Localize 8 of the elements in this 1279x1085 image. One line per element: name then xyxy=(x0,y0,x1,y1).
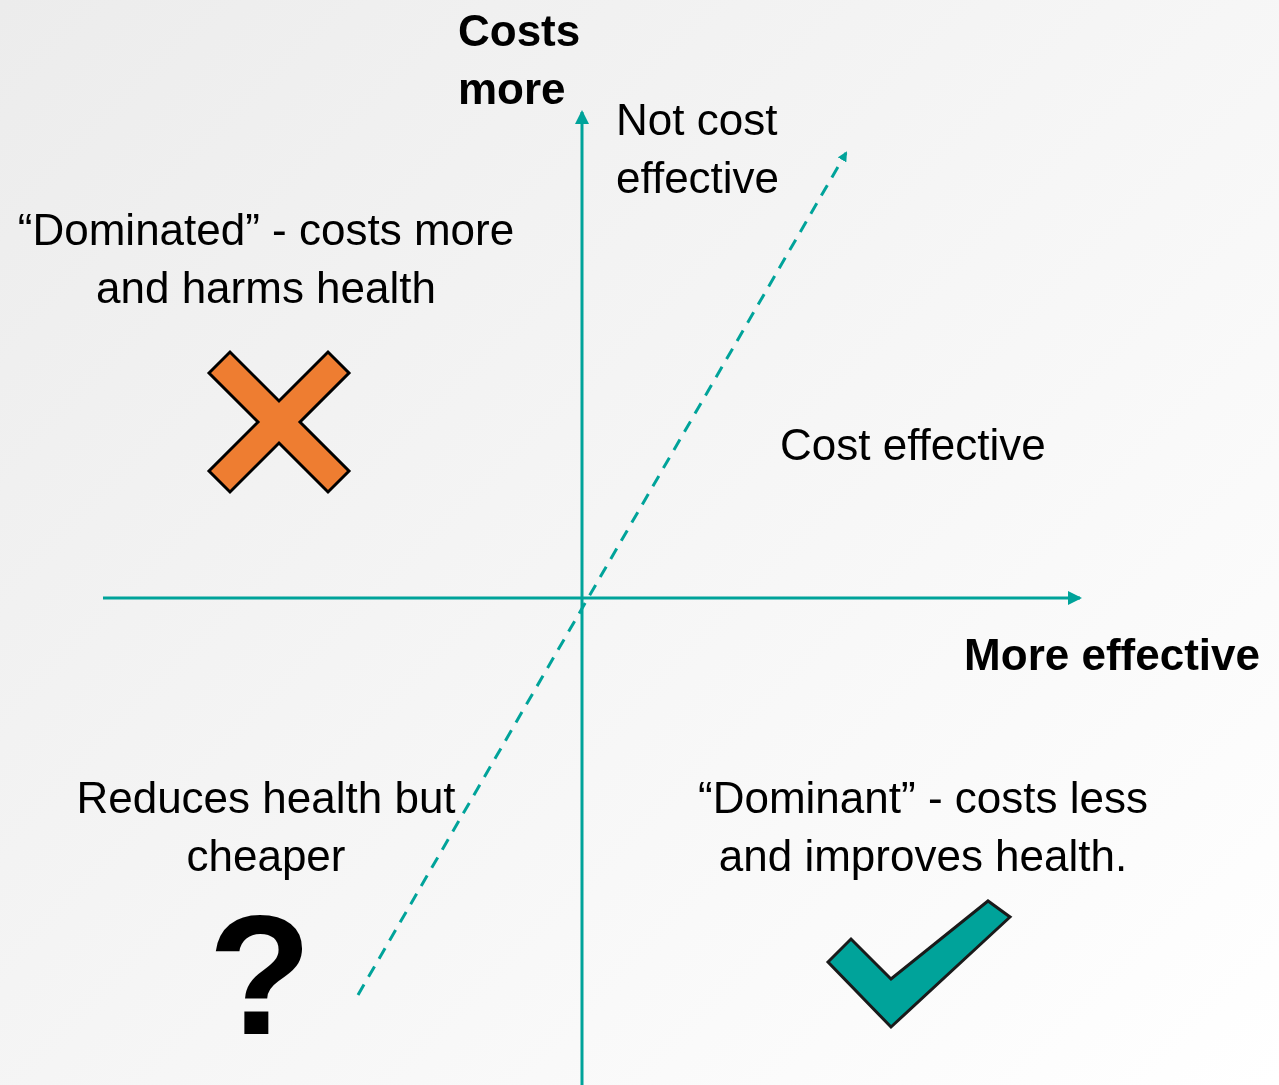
quadrant-label: Reduces health but cheaper xyxy=(75,772,457,882)
question-mark: ? xyxy=(207,890,313,1060)
quadrant-label: “Dominant” - costs less and improves health. xyxy=(697,772,1149,882)
quadrant-label: “Dominated” - costs more and harms health xyxy=(16,204,516,314)
axis-label: More effective xyxy=(963,629,1260,681)
quadrant-label: Not cost effective xyxy=(616,94,781,204)
quadrant-label: Cost effective xyxy=(780,419,1047,471)
axis-label: Costs more xyxy=(458,5,582,115)
